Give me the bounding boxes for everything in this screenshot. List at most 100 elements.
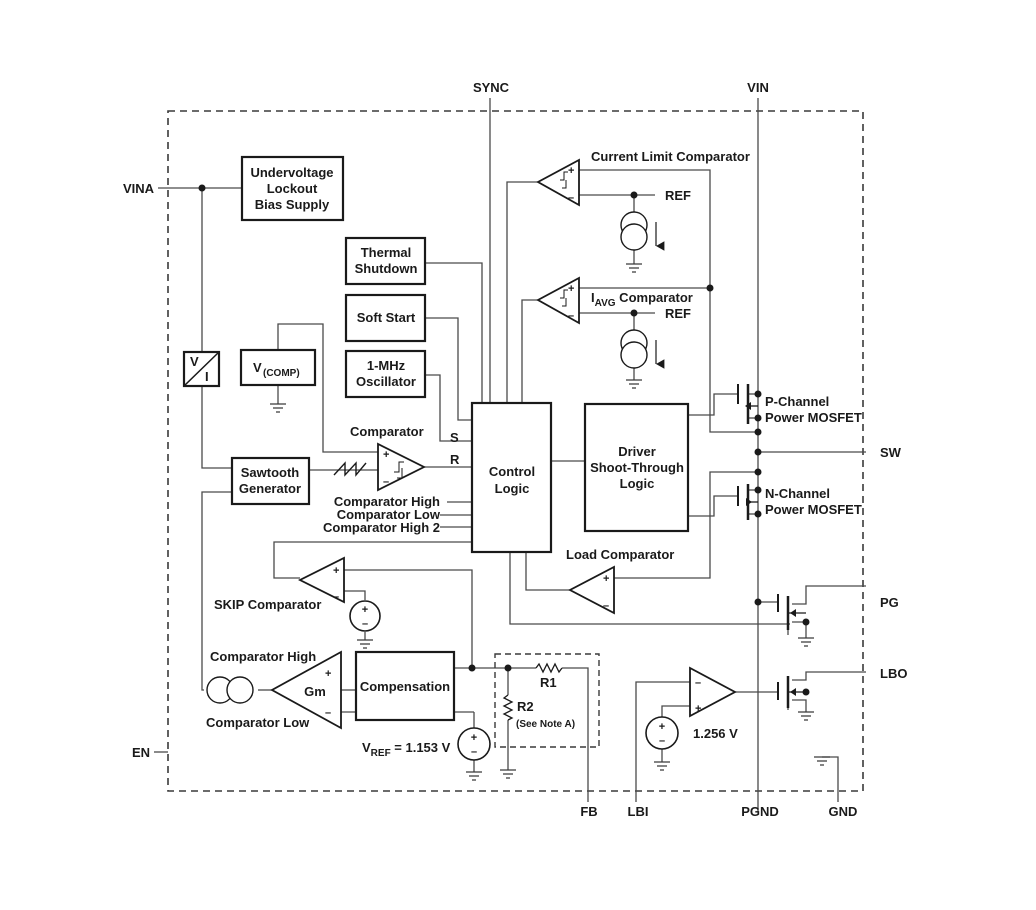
- current-source-1: [620, 211, 665, 251]
- comparator-label: Comparator: [350, 424, 424, 439]
- svg-text:–: –: [695, 677, 701, 689]
- svg-text:V: V: [253, 360, 262, 375]
- skip-comparator-label: SKIP Comparator: [214, 597, 321, 612]
- driver-block: Driver Shoot-Through Logic: [583, 402, 690, 533]
- vref-voltage-source: + –: [457, 727, 491, 761]
- vcomp-block: V (COMP): [239, 348, 317, 387]
- svg-text:I: I: [205, 369, 209, 384]
- n-channel-label-1: N-Channel: [765, 486, 830, 501]
- load-comparator-label: Load Comparator: [566, 547, 674, 562]
- svg-text:Logic: Logic: [620, 476, 655, 491]
- svg-text:Compensation: Compensation: [360, 679, 450, 694]
- ic-boundary: [167, 110, 864, 792]
- iavg-label: IAVG Comparator: [591, 290, 693, 309]
- pin-pgnd: PGND: [741, 804, 779, 819]
- svg-text:–: –: [362, 618, 368, 630]
- gm-comparator-low-label: Comparator Low: [206, 715, 310, 730]
- compensation-block: Compensation: [354, 650, 456, 722]
- current-source-2: [620, 329, 665, 369]
- svg-text:Shoot-Through: Shoot-Through: [590, 460, 684, 475]
- uvlo-block: Undervoltage Lockout Bias Supply: [240, 155, 345, 222]
- p-channel-label-1: P-Channel: [765, 394, 829, 409]
- svg-text:+: +: [603, 573, 609, 585]
- svg-text:–: –: [471, 746, 477, 758]
- s-input-label: S: [450, 430, 459, 445]
- svg-text:Thermal: Thermal: [361, 245, 412, 260]
- svg-text:(COMP): (COMP): [263, 368, 300, 379]
- load-comparator: + –: [568, 565, 615, 615]
- see-note-a-label: (See Note A): [516, 719, 575, 730]
- svg-text:Undervoltage: Undervoltage: [250, 165, 333, 180]
- oscillator-block: 1-MHz Oscillator: [344, 349, 427, 399]
- svg-text:+: +: [471, 732, 477, 744]
- svg-text:Generator: Generator: [239, 481, 301, 496]
- soft-start-block: Soft Start: [344, 293, 427, 343]
- svg-text:Oscillator: Oscillator: [356, 374, 416, 389]
- pin-sync: SYNC: [473, 80, 510, 95]
- svg-text:+: +: [695, 703, 701, 715]
- ground-symbols: [270, 263, 830, 781]
- svg-text:Lockout: Lockout: [267, 181, 318, 196]
- pin-sw: SW: [880, 445, 902, 460]
- svg-text:Control: Control: [489, 464, 535, 479]
- r2-label: R2: [517, 699, 534, 714]
- svg-text:Driver: Driver: [618, 444, 656, 459]
- lbi-voltage-source: + –: [645, 716, 679, 750]
- gm-amplifier: + – Gm: [270, 650, 342, 730]
- svg-text:+: +: [659, 721, 665, 733]
- comparator-high-label: Comparator High: [334, 494, 440, 509]
- n-channel-mosfet: [737, 484, 758, 520]
- iavg-comparator: + –: [536, 276, 580, 325]
- current-limit-comparator: + –: [536, 158, 580, 207]
- r1-label: R1: [540, 675, 557, 690]
- svg-text:+: +: [325, 668, 331, 680]
- svg-text:+: +: [383, 449, 389, 461]
- svg-text:+: +: [568, 283, 574, 295]
- gm-comparator-high-label: Comparator High: [210, 649, 316, 664]
- gm-current-output: [206, 676, 254, 704]
- lbo-mosfet: [777, 676, 806, 708]
- pin-pg: PG: [880, 595, 899, 610]
- svg-text:–: –: [568, 192, 574, 204]
- pin-fb: FB: [580, 804, 597, 819]
- ref-label-1: REF: [665, 188, 691, 203]
- pwm-comparator: + –: [377, 442, 427, 492]
- skip-voltage-source: + –: [349, 600, 381, 632]
- pin-lbi: LBI: [628, 804, 649, 819]
- svg-text:+: +: [333, 565, 339, 577]
- pin-gnd: GND: [829, 804, 858, 819]
- p-channel-mosfet: [737, 384, 758, 424]
- vref-label: VREF = 1.153 V: [362, 740, 451, 759]
- pin-vin: VIN: [747, 80, 769, 95]
- pin-vina: VINA: [123, 181, 155, 196]
- svg-text:–: –: [659, 735, 665, 747]
- junction-dots: [198, 184, 810, 696]
- svg-text:V: V: [190, 354, 199, 369]
- control-logic-block: Control Logic: [470, 401, 553, 554]
- svg-text:Soft Start: Soft Start: [357, 310, 416, 325]
- p-channel-label-2: Power MOSFET: [765, 410, 862, 425]
- pg-mosfet: [777, 594, 806, 630]
- svg-text:–: –: [325, 707, 331, 719]
- svg-text:–: –: [568, 310, 574, 322]
- svg-text:Shutdown: Shutdown: [355, 261, 418, 276]
- comparator-high-2-label: Comparator High 2: [323, 520, 440, 535]
- lbi-reference-label: 1.256 V: [693, 726, 738, 741]
- n-channel-label-2: Power MOSFET: [765, 502, 862, 517]
- pin-en: EN: [132, 745, 150, 760]
- svg-text:1-MHz: 1-MHz: [367, 358, 406, 373]
- resistor-r2: [502, 694, 514, 721]
- wiring: [154, 98, 866, 812]
- svg-text:+: +: [568, 165, 574, 177]
- comparator-low-label: Comparator Low: [337, 507, 441, 522]
- svg-text:–: –: [383, 476, 389, 488]
- svg-text:Logic: Logic: [495, 481, 530, 496]
- skip-comparator: + –: [297, 556, 345, 604]
- svg-text:Gm: Gm: [304, 684, 326, 699]
- pin-lbo: LBO: [880, 666, 907, 681]
- svg-text:–: –: [333, 591, 339, 603]
- svg-text:+: +: [362, 604, 368, 616]
- svg-text:Sawtooth: Sawtooth: [241, 465, 300, 480]
- current-limit-label: Current Limit Comparator: [591, 149, 750, 164]
